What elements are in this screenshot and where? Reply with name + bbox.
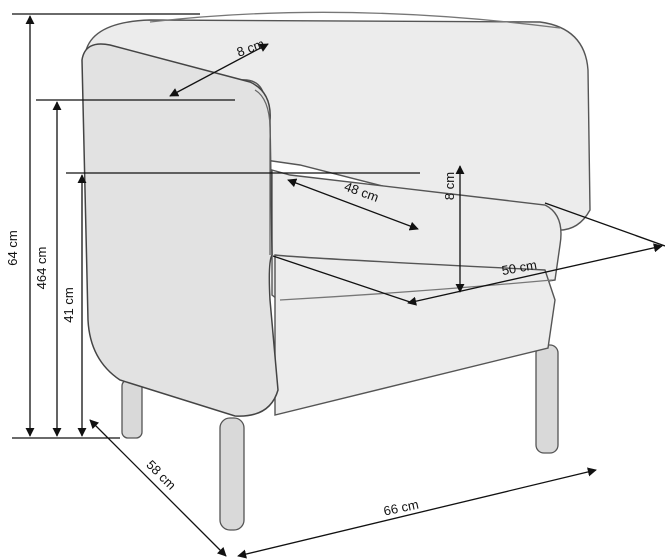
label-seat-thickness: 8 cm [442, 172, 457, 200]
left-armrest [81, 43, 279, 417]
front-left-leg [219, 417, 245, 531]
dim-arrow-armrest-width [169, 43, 269, 97]
label-total-height: 64 cm [5, 230, 20, 265]
back-top-curve [149, 11, 561, 29]
dimension-lines [12, 13, 665, 559]
dim-arrow-depth [89, 419, 227, 557]
label-armrest-height: 464 cm [34, 247, 49, 290]
label-width: 66 cm [382, 497, 420, 519]
dim-arrow-seat-depth [287, 178, 419, 231]
label-seat-width: 50 cm [500, 257, 537, 278]
label-depth: 58 cm [143, 457, 179, 493]
dim-arrow-width [237, 467, 597, 559]
label-seat-height: 41 cm [61, 287, 76, 322]
back-left-leg [121, 379, 143, 439]
dim-arrow-seat-width [407, 243, 663, 306]
back-right-leg [535, 344, 559, 454]
seat-width-guide-left [272, 255, 411, 303]
seat-width-guide-right [544, 202, 665, 247]
